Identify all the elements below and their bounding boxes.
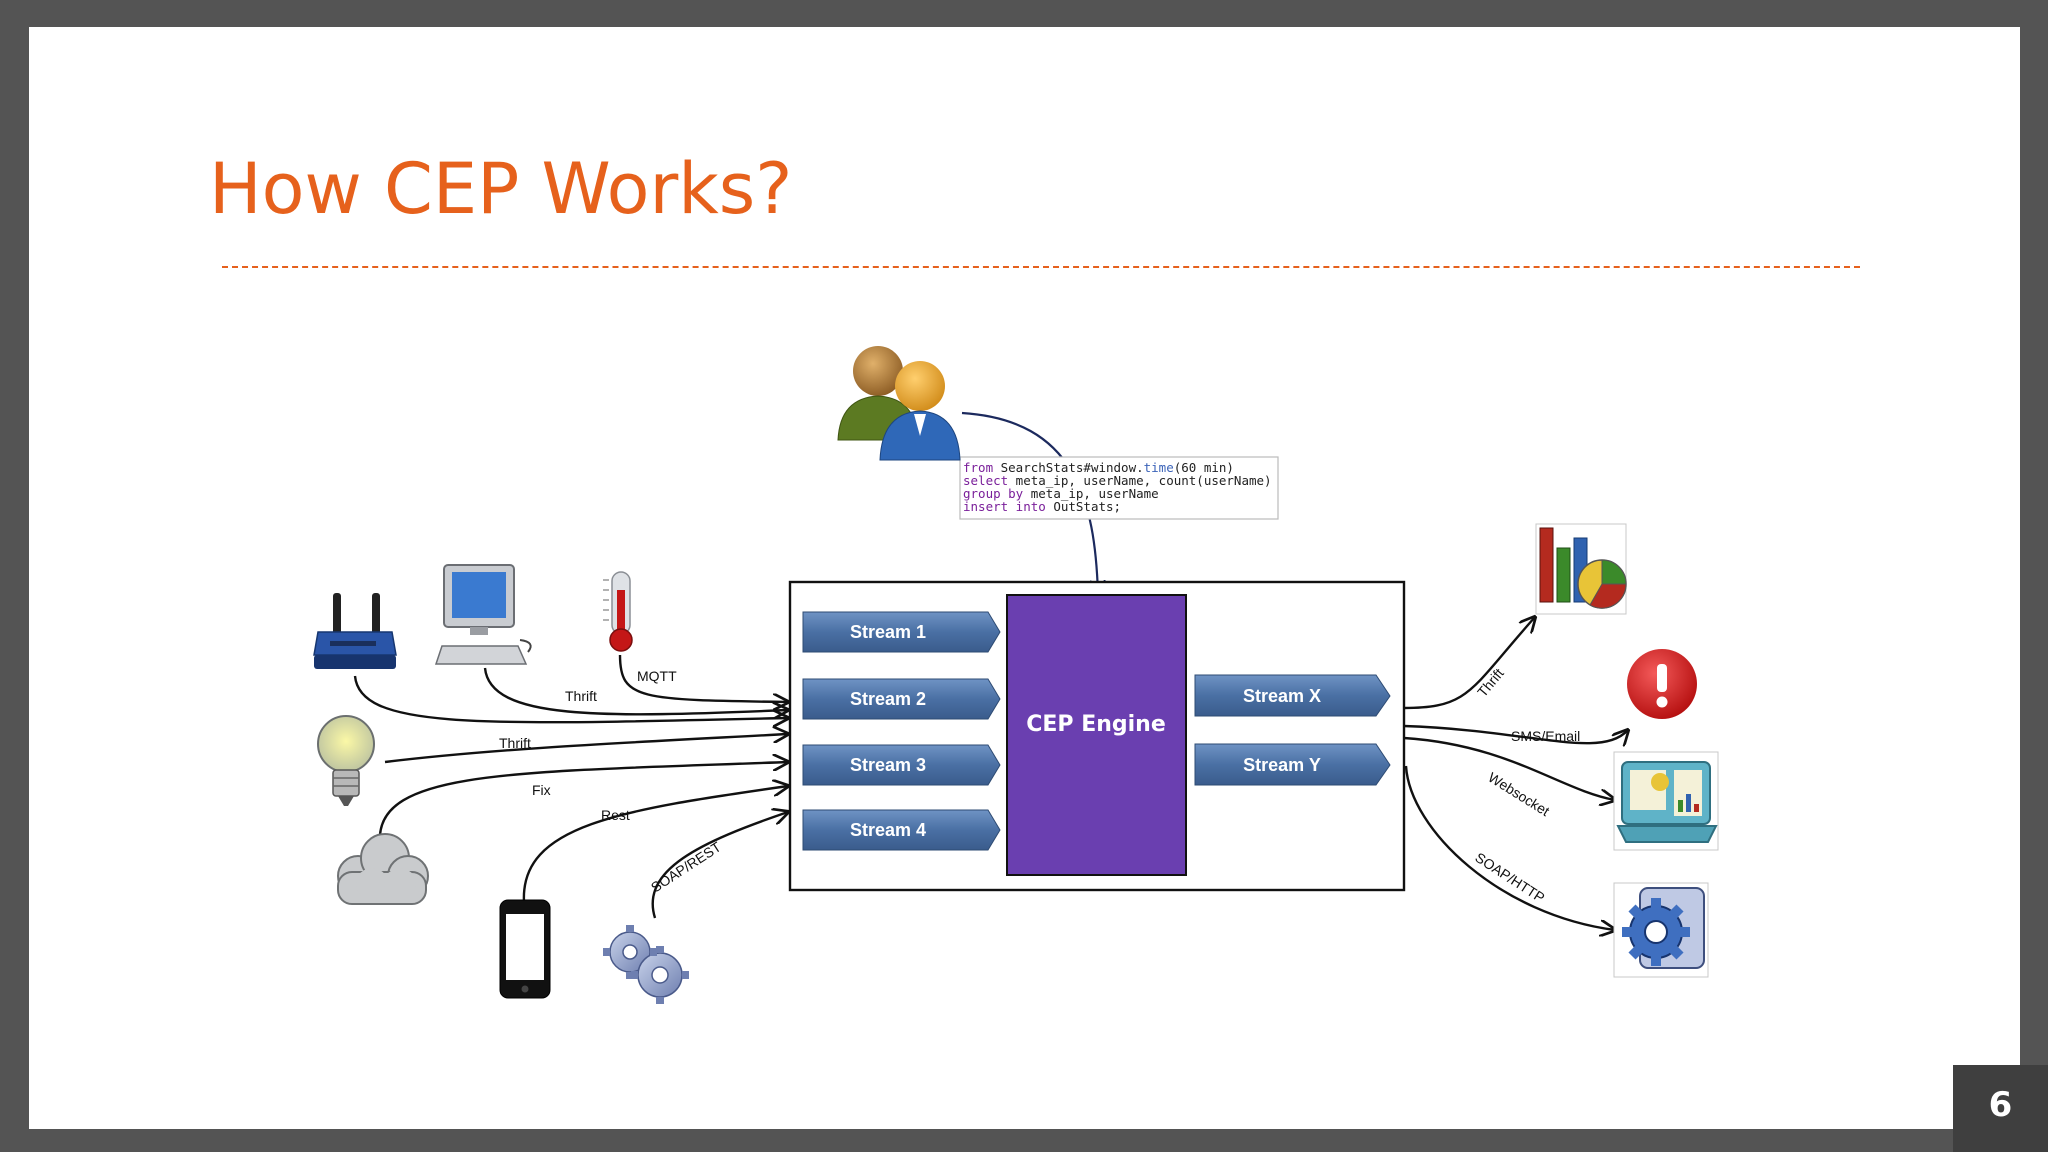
dashboard-connector — [1403, 736, 1615, 800]
query-line-1: from SearchStats#window.time(60 min) — [963, 460, 1234, 475]
light-bulb-icon — [317, 715, 375, 806]
thrift-top-label: Thrift — [565, 688, 597, 704]
query-line-3: group by meta_ip, userName — [963, 486, 1159, 501]
input-stream-1-label: Stream 1 — [850, 622, 926, 642]
input-stream-4: Stream 4 — [802, 809, 1001, 851]
bulb-connector — [384, 734, 788, 764]
input-stream-1: Stream 1 — [802, 611, 1001, 653]
page-number: 6 — [1988, 1085, 2013, 1125]
input-streams: Stream 1 Stream 2 Stream 3 Stream 4 — [802, 611, 1001, 851]
title-divider — [222, 266, 1860, 268]
query-line-2: select meta_ip, userName, count(userName… — [963, 473, 1272, 488]
charts-icon — [1535, 523, 1627, 615]
cloud-connector — [378, 762, 788, 836]
thrift-out-label: Thrift — [1474, 665, 1507, 700]
input-stream-4-label: Stream 4 — [850, 820, 926, 840]
alert-icon — [1627, 649, 1697, 719]
smartphone-icon — [499, 899, 551, 999]
query-box: from SearchStats#window.time(60 min) sel… — [959, 456, 1279, 520]
service-gear-icon — [1613, 882, 1709, 978]
rest-label: Rest — [601, 807, 630, 823]
input-stream-3-label: Stream 3 — [850, 755, 926, 775]
output-connectors — [1403, 617, 1628, 930]
computer-connector — [483, 667, 788, 714]
thrift-mid-label: Thrift — [499, 735, 531, 751]
thermometer-connector — [618, 654, 788, 702]
users-icon — [837, 346, 961, 461]
dashboard-icon — [1613, 751, 1719, 851]
output-streams: Stream X Stream Y — [1194, 674, 1391, 786]
input-protocol-labels: MQTT Thrift Thrift Fix Rest SOAP/REST — [499, 668, 724, 896]
mqtt-label: MQTT — [637, 668, 677, 684]
output-stream-x: Stream X — [1194, 674, 1391, 717]
websocket-label: Websocket — [1485, 769, 1552, 819]
output-stream-y-label: Stream Y — [1243, 755, 1321, 775]
alert-connector — [1403, 724, 1628, 743]
router-connector — [353, 675, 788, 722]
slide-title: How CEP Works? — [209, 148, 793, 230]
output-stream-x-label: Stream X — [1243, 686, 1321, 706]
output-stream-y: Stream Y — [1194, 743, 1391, 786]
soap-rest-label: SOAP/REST — [648, 838, 724, 895]
input-stream-2: Stream 2 — [802, 678, 1001, 720]
gears-connector — [651, 812, 788, 919]
fix-label: Fix — [532, 782, 551, 798]
input-stream-3: Stream 3 — [802, 744, 1001, 786]
charts-connector — [1403, 617, 1535, 710]
gears-icon — [603, 925, 689, 1004]
cep-engine-label: CEP Engine — [1026, 712, 1166, 737]
computer-icon — [434, 564, 532, 665]
page-number-box: 6 — [1953, 1065, 2048, 1152]
thermometer-icon — [603, 571, 633, 652]
output-protocol-labels: Thrift SMS/Email Websocket SOAP/HTTP — [1472, 665, 1580, 906]
service-connector — [1404, 765, 1615, 930]
input-stream-2-label: Stream 2 — [850, 689, 926, 709]
query-line-4: insert into OutStats; — [963, 499, 1121, 514]
cloud-icon — [337, 833, 429, 905]
phone-connector — [522, 786, 788, 903]
cep-engine: CEP Engine — [1006, 594, 1187, 876]
sms-email-label: SMS/Email — [1511, 728, 1580, 744]
router-icon — [313, 593, 397, 669]
input-connectors — [353, 654, 788, 919]
